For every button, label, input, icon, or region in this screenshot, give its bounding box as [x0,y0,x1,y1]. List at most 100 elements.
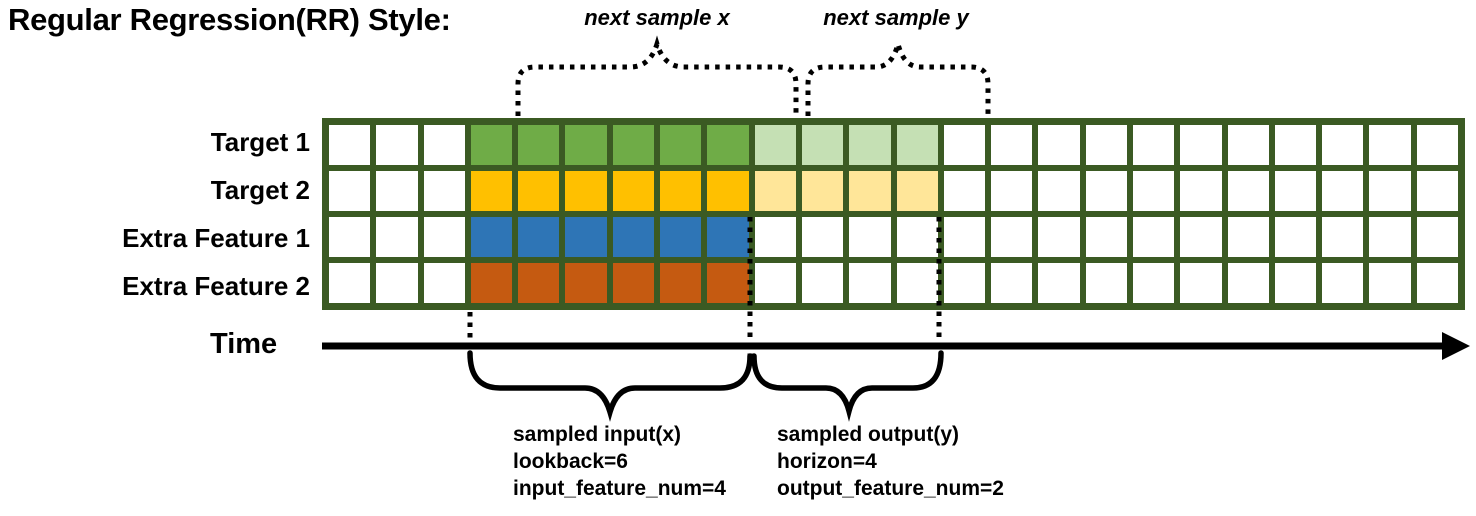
grid-cell [707,217,749,257]
grid-cell [612,217,655,257]
grid-cell [660,263,702,303]
row-label: Extra Feature 1 [122,222,310,253]
grid-cell [801,171,844,211]
grid-cell [612,171,655,211]
grid-cell [1132,263,1175,303]
grid-cell [754,217,796,257]
grid-cell [565,125,607,165]
grid-cell [707,263,749,303]
grid-cell [849,171,891,211]
grid-cell [754,171,796,211]
grid-cell [1322,263,1364,303]
grid-cell [1369,171,1411,211]
grid-cell [1085,171,1127,211]
sampled-input-line3: input_feature_num=4 [513,477,726,500]
grid-cell [1180,125,1222,165]
grid-cell [991,217,1033,257]
grid-cell [1322,171,1364,211]
time-series-grid [322,118,1465,310]
grid-cell [1085,125,1127,165]
grid-cell [1038,217,1080,257]
grid-cell [1132,171,1175,211]
sampled-output-line1: sampled output(y) [777,423,959,446]
grid-cell [329,171,371,211]
grid-cell [423,217,465,257]
grid-cell [565,217,607,257]
grid-cell [849,125,891,165]
grid-cell [801,125,844,165]
grid-cell [1369,263,1411,303]
grid-cell [1227,263,1269,303]
grid-cell [1416,171,1458,211]
sampled-output-annotation: sampled output(y) horizon=4 output_featu… [777,421,1004,502]
grid-cell [1227,171,1269,211]
row-label: Target 2 [210,174,310,205]
grid-cell [943,263,986,303]
grid-cell [1038,263,1080,303]
next-sample-x-brace [515,35,799,116]
sampled-input-brace [467,350,753,422]
grid-cell [754,125,796,165]
grid-cell [896,217,938,257]
grid-cell [376,125,418,165]
grid-cell [423,125,465,165]
sampled-input-annotation: sampled input(x) lookback=6 input_featur… [513,421,726,502]
grid-cell [943,125,986,165]
grid-cell [660,171,702,211]
grid-cell [1369,217,1411,257]
grid-cell [943,171,986,211]
grid-cell [1274,171,1317,211]
grid-cell [1369,125,1411,165]
grid-cell [1085,263,1127,303]
grid-cell [1274,125,1317,165]
row-label: Target 1 [210,126,310,157]
grid-cell [660,125,702,165]
sampled-input-line1: sampled input(x) [513,423,682,446]
time-axis-arrowhead [1442,332,1470,360]
grid-cell [754,263,796,303]
grid-cell [1416,125,1458,165]
time-axis-label: Time [210,328,278,360]
grid-cell [1180,217,1222,257]
grid-cell [329,217,371,257]
grid-cell [991,171,1033,211]
grid-cell [612,125,655,165]
grid-cell [896,125,938,165]
grid-cell [329,263,371,303]
row-labels: Target 1 Target 2 Extra Feature 1 Extra Fea… [0,118,310,310]
grid-cell [518,263,560,303]
next-sample-x-label: next sample x [584,5,730,30]
grid-cell [470,263,513,303]
sampled-output-brace [751,350,944,422]
grid-cell [849,263,891,303]
grid-cell [896,263,938,303]
grid-cell [565,171,607,211]
grid-cell [518,217,560,257]
sampled-output-line3: output_feature_num=2 [777,477,1004,500]
grid-cell [1180,171,1222,211]
grid-cell [660,217,702,257]
grid-cell [1085,217,1127,257]
grid-cell [991,263,1033,303]
grid-cell [423,263,465,303]
grid-cell [518,125,560,165]
grid-cell [801,263,844,303]
grid-cell [1227,217,1269,257]
grid-cell [376,263,418,303]
grid-cell [565,263,607,303]
next-sample-y-brace [805,34,991,116]
grid-cell [470,125,513,165]
grid-cell [707,125,749,165]
grid-cell [470,217,513,257]
grid-cell [329,125,371,165]
grid-cell [376,217,418,257]
row-label: Extra Feature 2 [122,270,310,301]
grid-cell [1274,217,1317,257]
grid-cell [612,263,655,303]
grid-cell [1038,125,1080,165]
grid-cell [423,171,465,211]
page-title: Regular Regression(RR) Style: [8,2,451,37]
grid-cell [1416,263,1458,303]
grid-cell [470,171,513,211]
